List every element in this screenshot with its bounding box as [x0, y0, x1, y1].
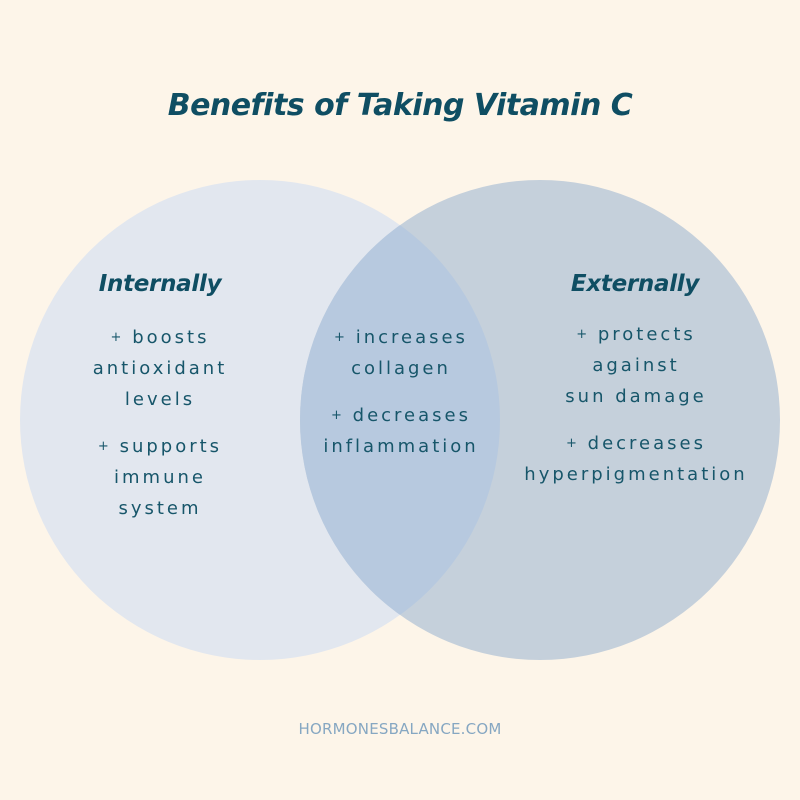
- plus-icon: +: [110, 330, 124, 345]
- left-items: + boosts antioxidant levels + supports i…: [60, 322, 260, 540]
- footer-website: HORMONESBALANCE.COM: [298, 720, 502, 738]
- list-item: + boosts antioxidant levels: [92, 327, 228, 410]
- overlap-items: + increases collagen + decreases inflamm…: [296, 322, 506, 478]
- plus-icon: +: [566, 436, 579, 451]
- list-item: + decreases inflammation: [323, 405, 479, 457]
- overlap-region: [300, 180, 500, 660]
- list-item: + increases collagen: [334, 327, 468, 379]
- page-title: Benefits of Taking Vitamin C: [167, 88, 633, 123]
- list-item: + protects against sun damage: [565, 324, 707, 407]
- right-heading: Externally: [570, 271, 700, 297]
- list-item: + decreases hyperpigmentation: [524, 433, 748, 485]
- right-items: + protects against sun damage + decrease…: [505, 319, 767, 506]
- list-item: + supports immune system: [97, 436, 223, 519]
- plus-icon: +: [331, 408, 344, 423]
- plus-icon: +: [97, 439, 111, 454]
- plus-icon: +: [334, 330, 347, 345]
- plus-icon: +: [576, 327, 590, 342]
- left-heading: Internally: [98, 271, 222, 297]
